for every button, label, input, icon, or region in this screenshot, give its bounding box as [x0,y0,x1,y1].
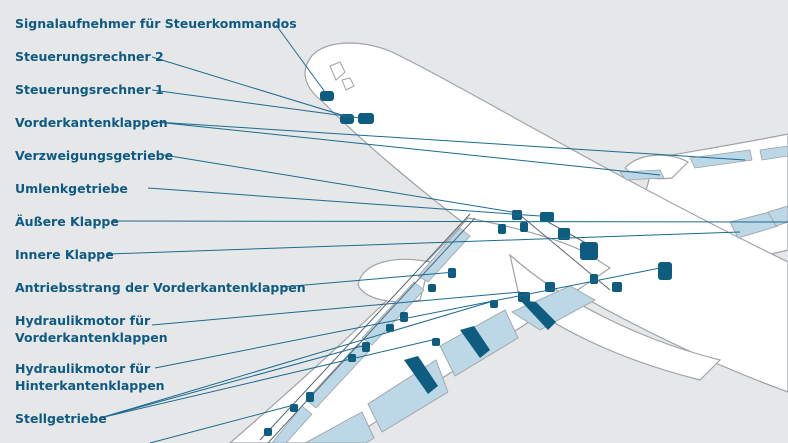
label-control-computer-2: Steuerungsrechner 2 [15,49,164,64]
command-sensor [320,91,334,101]
label-branch-gearbox: Verzweigungsgetriebe [15,148,174,163]
label-leading-edge-slats: Vorderkantenklappen [15,115,168,130]
leading-edge-slat [619,169,665,181]
leading-edge-slat [689,149,753,169]
outer-flap [304,411,375,443]
label-actuator-gearbox: Stellgetriebe [15,411,107,426]
label-hydraulic-motor-slats-line1: Hydraulikmotor für [15,313,151,328]
label-hydraulic-motor-flaps-line2: Hinterkantenklappen [15,378,165,393]
leading-edge-slat [271,405,313,443]
label-slat-drive-train: Antriebsstrang der Vorderkantenklappen [15,280,306,295]
label-inner-flap: Innere Klappe [15,247,114,262]
leader-lines [99,24,788,443]
cockpit-window [329,61,346,81]
label-angle-gearbox: Umlenkgetriebe [15,181,128,196]
leading-edge-slat [361,281,425,346]
label-signal-sensor: Signalaufnehmer für Steuerkommandos [15,16,297,31]
cockpit-window [341,77,355,91]
label-control-computer-1: Steuerungsrechner 1 [15,82,164,97]
label-hydraulic-motor-flaps-line1: Hydraulikmotor für [15,361,151,376]
system-components [264,91,672,436]
inner-flap [511,285,596,331]
label-hydraulic-motor-slats-line2: Vorderkantenklappen [15,330,168,345]
control-computer-1 [358,113,374,124]
label-outer-flap: Äußere Klappe [15,214,119,229]
leading-edge-slat [759,145,788,161]
inner-flap [729,211,779,239]
outer-flap [767,205,788,227]
